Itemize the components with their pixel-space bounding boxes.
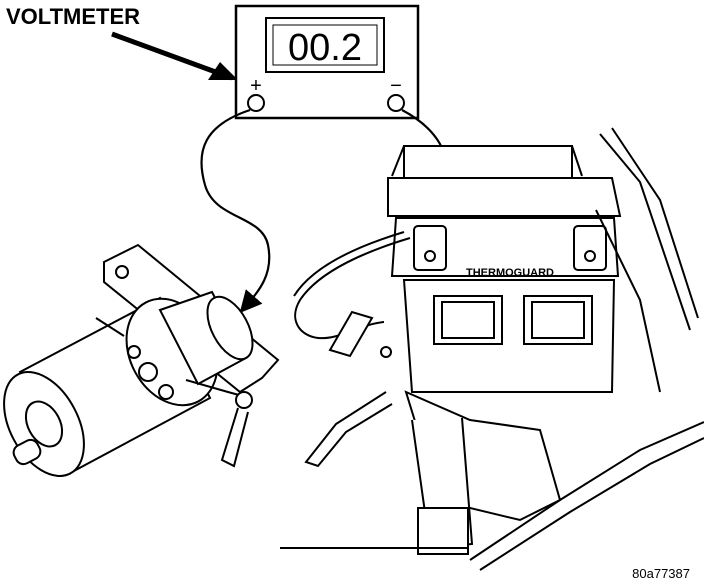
- voltmeter-label: VOLTMETER: [6, 4, 140, 29]
- battery-cable: [220, 407, 249, 468]
- relay-terminal-left: [413, 225, 447, 271]
- negative-terminal: [387, 94, 405, 112]
- relay-fuse-center: THERMOGUARD: [387, 145, 622, 555]
- relay-terminal-right: [573, 225, 607, 271]
- starter-motor: [3, 243, 280, 477]
- positive-terminal: [247, 94, 265, 112]
- negative-terminal-sign: −: [390, 75, 402, 97]
- relay-harness: [293, 231, 411, 468]
- voltmeter-pointer-arrow: [111, 31, 238, 81]
- positive-test-lead: [200, 108, 271, 313]
- voltmeter-reading: 00.2: [288, 27, 362, 69]
- positive-terminal-sign: +: [250, 75, 262, 97]
- vehicle-body-outline: [280, 127, 704, 571]
- starter-terminal: [235, 391, 253, 409]
- thermoguard-label: THERMOGUARD: [466, 267, 554, 279]
- starter-drive-shaft: [12, 438, 42, 466]
- figure-id: 80a77387: [632, 566, 690, 581]
- voltmeter: 00.2 + −: [234, 4, 420, 120]
- voltmeter-display: [265, 17, 385, 73]
